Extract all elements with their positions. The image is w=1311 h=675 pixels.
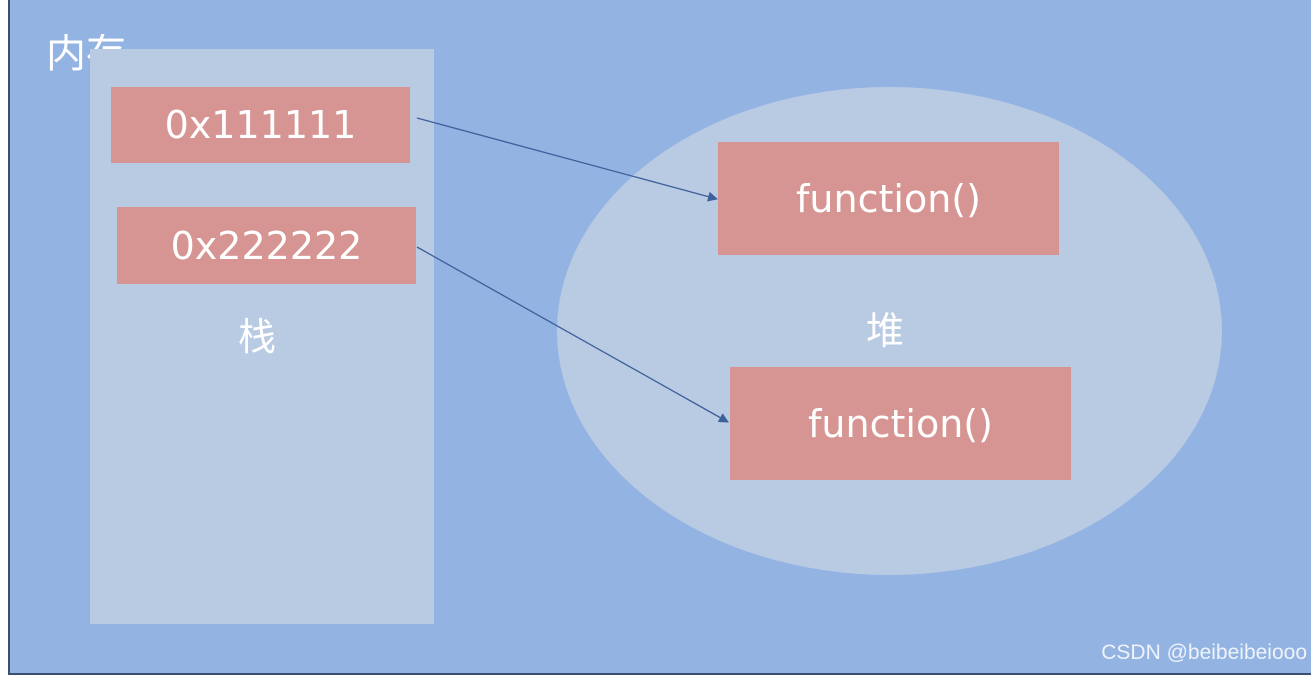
heap-object-2: function(): [730, 367, 1071, 480]
arrow-1: [416, 117, 718, 202]
heap-object-1: function(): [718, 142, 1059, 255]
watermark: CSDN @beibeibeiooo: [1101, 641, 1307, 664]
heap-label: 堆: [866, 309, 905, 353]
memory-frame: 内存 0x111111 0x222222 栈 function() functi…: [8, 0, 1311, 675]
reference-arrows: [416, 117, 729, 423]
arrow-2: [416, 246, 729, 423]
stack-address-2: 0x222222: [117, 207, 416, 284]
stack-address-1: 0x111111: [111, 87, 410, 163]
stack-label: 栈: [238, 315, 277, 359]
